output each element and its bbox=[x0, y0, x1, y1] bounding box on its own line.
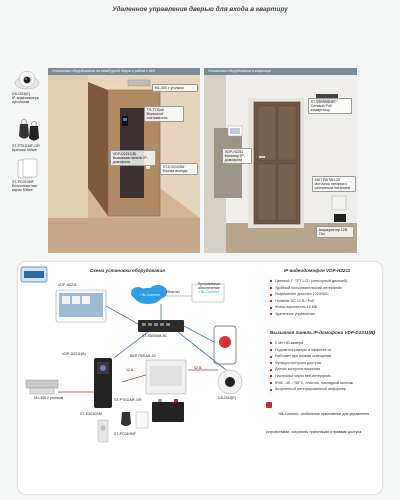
label-button: ST-EX010SM Кнопка выхода bbox=[160, 163, 198, 175]
monitor-feature-item: Цветной 7" TFT LCD (сенсорный дисплей) bbox=[270, 278, 378, 285]
label-panel: VDP-D2211(B) Вызывная панель IP-домофона bbox=[110, 150, 156, 167]
panel-feature-item: 2 Мп HD-камера bbox=[270, 340, 378, 347]
monitor-feature-item: Питание DC 12 В / PoE bbox=[270, 298, 378, 305]
call-panel-icon bbox=[94, 358, 112, 408]
monitor-feature-item: Удобный пользовательский интерфейс bbox=[270, 285, 378, 292]
monitor-label: VDP-H2211 bbox=[58, 283, 77, 287]
panel-feature-item: Настройка через веб-интерфейс bbox=[270, 373, 378, 380]
lock-label: М1-300 с уголком bbox=[34, 396, 64, 400]
hallway-scene bbox=[48, 68, 200, 253]
monitor-icon bbox=[55, 289, 107, 323]
fob-label-diagram: ST-PT011MF-GR bbox=[114, 398, 142, 402]
key-fob-icon bbox=[19, 119, 39, 141]
access-card-icon bbox=[17, 158, 38, 179]
panel-feature-item: IP65, -40...+55°С, пластик, накладной мо… bbox=[270, 380, 378, 387]
right-photo-banner: Установка оборудования в квартире bbox=[204, 68, 357, 75]
switch-label: ST-S50SM8-8С bbox=[142, 334, 168, 338]
camera-icon bbox=[217, 369, 243, 395]
card-device bbox=[16, 158, 40, 180]
monitor-feature-item: Флеш-накопитель 16 МБ bbox=[270, 304, 378, 311]
page-title: Удаленное управление дверью для входа в … bbox=[112, 6, 288, 13]
volt-label-1: 12 В bbox=[126, 368, 134, 372]
panel-feature-list: 2 Мп HD-камера Подсветка камеры и эффект… bbox=[270, 340, 378, 393]
footnote-block: Hik-Connect - мобильное приложение для у… bbox=[266, 402, 378, 438]
switch-icon bbox=[138, 320, 184, 332]
card-small-icon bbox=[135, 411, 149, 429]
wiring-diagram bbox=[25, 283, 243, 443]
panel-feature-item: Подсветка камеры и эффекта ос bbox=[270, 347, 378, 354]
label-monitor: VDP-H2211 Монитор IP-домофона bbox=[222, 148, 252, 165]
label-switch: ST-S50SM8-8С Сетевой PoE коммутатор bbox=[308, 98, 352, 115]
monitor-feature-list: Цветной 7" TFT LCD (сенсорный дисплей) У… bbox=[270, 278, 378, 318]
fob-device bbox=[16, 118, 42, 142]
camera-label-diagram: DS-I203(E) bbox=[218, 396, 236, 400]
exit-button-icon bbox=[97, 419, 109, 443]
label-sensor: TS-77 Бай Выносной считыватель bbox=[144, 106, 184, 123]
label-psu: ББП РАПАН-20 Источник питания с резервны… bbox=[312, 176, 356, 193]
card-label: ST-PC010MF Бесконтактные карты Mifare bbox=[12, 180, 38, 193]
footnote-text: Hik-Connect - мобильное приложение для у… bbox=[266, 412, 370, 434]
panel-feature-item: Функция контроля доступа bbox=[270, 360, 378, 367]
key-fob-small-icon bbox=[121, 412, 131, 426]
button-label-diagram: ST-EX010SM bbox=[80, 412, 102, 416]
ethernet-label: Ethernet bbox=[166, 290, 180, 294]
camera-label: DS-I203(E) IP-видеокамера купольная bbox=[12, 92, 39, 105]
dome-camera-icon bbox=[14, 70, 40, 90]
battery-icon bbox=[152, 399, 184, 422]
brand-logo-icon bbox=[20, 266, 48, 283]
magnetic-lock-icon bbox=[25, 379, 59, 395]
battery-label: Аккумулятор 12 В, 7 Ач bbox=[154, 408, 176, 417]
apartment-scene bbox=[204, 68, 357, 253]
hik-connect-icon bbox=[266, 402, 272, 408]
apartment-photo: Установка оборудования в квартире ST-S50… bbox=[204, 68, 357, 253]
panel-feature-item: Работает при низком освещении bbox=[270, 353, 378, 360]
psu-icon bbox=[145, 359, 187, 395]
panel-label: VDP-D2211(B) bbox=[62, 352, 86, 356]
cloud-caption: Программное обеспечение Hik-Connect bbox=[197, 282, 221, 295]
label-battery: Аккумулятор 12В, 7Ач bbox=[316, 226, 354, 238]
monitor-features-title: IP видеодомофон VDP-H2211 bbox=[284, 268, 351, 273]
phone-icon bbox=[213, 325, 237, 365]
panel-feature-item: Встроенный интегрированный информер bbox=[270, 386, 378, 393]
psu-label: ББП РАПАН-20 bbox=[130, 354, 156, 358]
camera-device bbox=[14, 68, 40, 90]
monitor-feature-item: Разрешение дисплея 1024*600 bbox=[270, 291, 378, 298]
fob-label: ST-PT011MF-GR Брелоки Mifare bbox=[12, 144, 40, 153]
brand-logo bbox=[20, 264, 48, 286]
cloud-icon bbox=[131, 285, 167, 304]
hallway-photo: Установка оборудования на тамбурной двер… bbox=[48, 68, 200, 253]
volt-label-2: 12 В bbox=[194, 366, 202, 370]
panel-feature-item: Датчик контроля вскрытия bbox=[270, 366, 378, 373]
panel-features-title: Вызывная панель IP-домофона VDP-D2211(B) bbox=[270, 330, 375, 335]
label-lock: М1-300 с уголком bbox=[152, 84, 198, 92]
monitor-feature-item: Удаленное управление bbox=[270, 311, 378, 318]
cloud-name-label: Hik-Connect bbox=[140, 293, 160, 297]
diagram-title: Схема установки оборудования bbox=[90, 268, 165, 273]
left-photo-banner: Установка оборудования на тамбурной двер… bbox=[48, 68, 200, 75]
card-label-diagram: ST-PC010MF bbox=[114, 432, 136, 436]
